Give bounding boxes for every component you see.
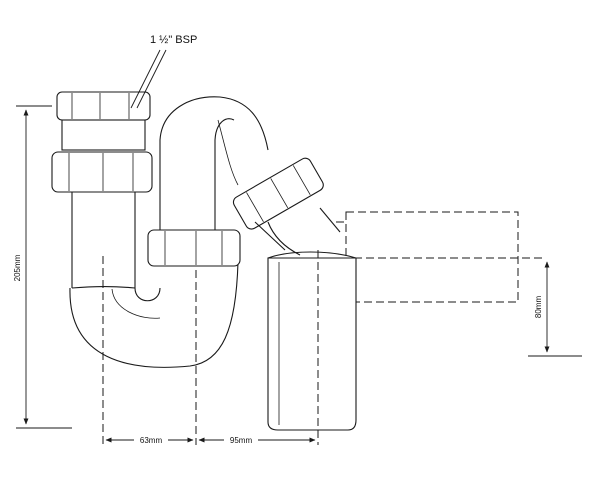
drop-dimension-label: 80mm bbox=[534, 296, 543, 319]
centre-lines bbox=[102, 250, 319, 445]
return-nut bbox=[147, 229, 241, 267]
vertical-outlet bbox=[267, 251, 357, 431]
angled-connector bbox=[254, 207, 341, 256]
height-dimension-label: 205mm bbox=[13, 254, 22, 281]
offset-right-label: 95mm bbox=[230, 436, 253, 445]
offset-left-label: 63mm bbox=[140, 436, 163, 445]
thread-size-label: 1 ½" BSP bbox=[150, 34, 197, 46]
u-bend bbox=[69, 261, 239, 368]
inlet-nut bbox=[51, 151, 153, 193]
top-inlet-nut bbox=[56, 91, 151, 151]
thread-callout: 1 ½" BSP bbox=[130, 34, 197, 109]
height-dimension: 205mm bbox=[13, 105, 72, 429]
angled-outlet-nut bbox=[232, 157, 324, 230]
drop-dimension: 80mm bbox=[528, 261, 582, 357]
offset-dimensions: 63mm 95mm bbox=[105, 436, 316, 445]
